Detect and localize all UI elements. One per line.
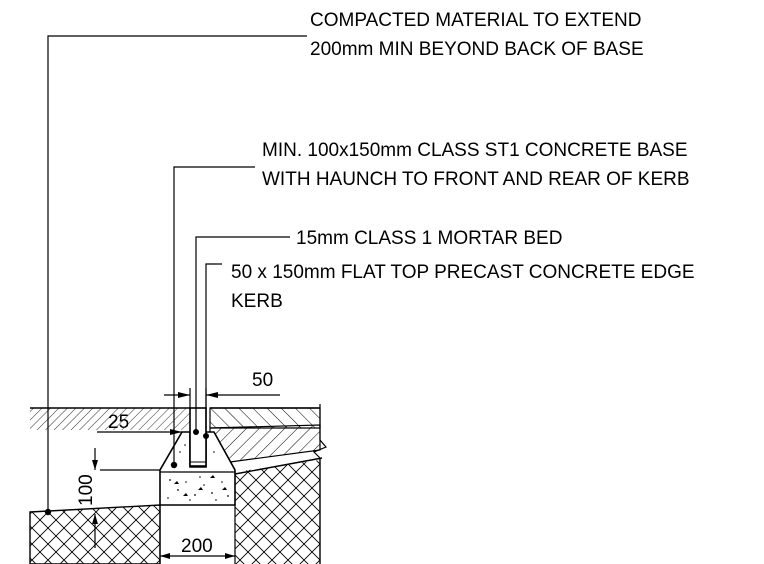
- leader-lines: [47, 35, 307, 564]
- kerb-label-line2: KERB: [231, 291, 283, 312]
- concrete-base: [159, 431, 236, 506]
- arrowheads: [44, 392, 235, 559]
- pavement-layers: [209, 404, 327, 463]
- dimension-haunch: 25: [108, 412, 129, 433]
- compacted-material-label-line2: 200mm MIN BEYOND BACK OF BASE: [310, 39, 644, 60]
- dimension-kerb-width: 50: [252, 370, 273, 391]
- kerb-label-line1: 50 x 150mm FLAT TOP PRECAST CONCRETE EDG…: [231, 262, 695, 283]
- dimension-base-width: 200: [181, 536, 213, 557]
- compacted-material-label-line1: COMPACTED MATERIAL TO EXTEND: [310, 10, 642, 31]
- concrete-base-label-line2: WITH HAUNCH TO FRONT AND REAR OF KERB: [262, 169, 690, 190]
- concrete-base-label-line1: MIN. 100x150mm CLASS ST1 CONCRETE BASE: [262, 140, 688, 161]
- mortar-bed-label: 15mm CLASS 1 MORTAR BED: [296, 228, 562, 249]
- topsoil-surface: [30, 407, 320, 430]
- dimension-base-depth: 100: [76, 474, 97, 506]
- concrete-stipple: [167, 444, 229, 501]
